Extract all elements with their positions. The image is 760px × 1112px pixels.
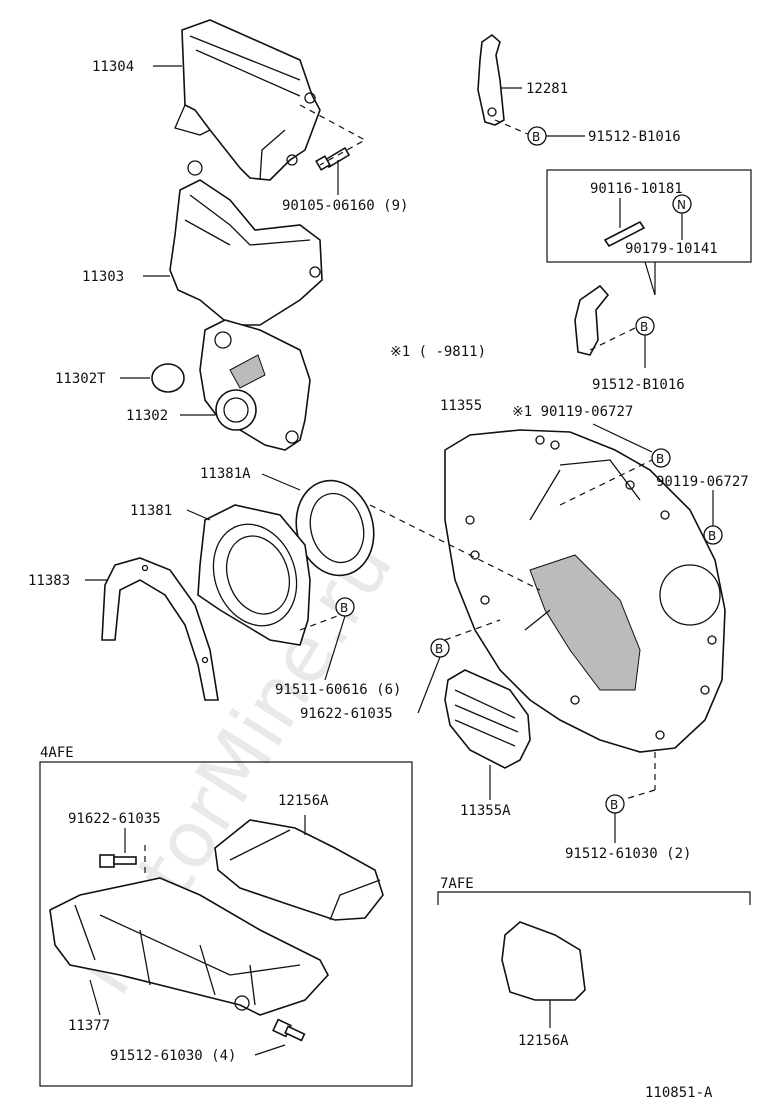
marker-b-11355-b: B bbox=[703, 525, 723, 545]
part-11302T-plug bbox=[151, 363, 185, 393]
marker-b-mid: B bbox=[635, 316, 655, 336]
part-12281-bracket bbox=[477, 33, 505, 126]
part-12156A-7afe bbox=[501, 921, 586, 1001]
box-90116-90179: N bbox=[546, 169, 752, 263]
bolt-91622-61035-4afe bbox=[99, 854, 137, 868]
label-11302: 11302 bbox=[126, 408, 168, 424]
marker-b-top: B bbox=[527, 126, 547, 146]
svg-text:N: N bbox=[677, 198, 686, 212]
label-11377: 11377 bbox=[68, 1018, 110, 1034]
part-11355A-cover bbox=[444, 669, 531, 769]
label-12156A-4afe: 12156A bbox=[278, 793, 329, 809]
marker-b-11355-d: B bbox=[605, 794, 625, 814]
label-90116-10181: 90116-10181 bbox=[590, 181, 683, 197]
label-91622-61035-4afe: 91622-61035 bbox=[68, 811, 161, 827]
label-12156A-7afe: 12156A bbox=[518, 1033, 569, 1049]
bolt-90105-06160 bbox=[315, 146, 351, 171]
label-91512-61030-2: 91512-61030 (2) bbox=[565, 846, 691, 862]
svg-text:B: B bbox=[708, 529, 716, 543]
label-12281: 12281 bbox=[526, 81, 568, 97]
bolt-91512-61030-4 bbox=[272, 1018, 306, 1042]
svg-text:B: B bbox=[340, 601, 348, 615]
label-11303: 11303 bbox=[82, 269, 124, 285]
label-11304: 11304 bbox=[92, 59, 134, 75]
label-11302T: 11302T bbox=[55, 371, 106, 387]
label-11355: 11355 bbox=[440, 398, 482, 414]
part-11355-end-plate bbox=[444, 429, 726, 753]
label-91512-61030-4: 91512-61030 (4) bbox=[110, 1048, 236, 1064]
label-section-4afe: 4AFE bbox=[40, 745, 74, 761]
label-90119-06727-b: 90119-06727 bbox=[656, 474, 749, 490]
part-12156A-4afe bbox=[214, 819, 384, 921]
label-90119-06727-a: ※1 90119-06727 bbox=[512, 404, 633, 420]
svg-text:B: B bbox=[532, 130, 540, 144]
label-11381A: 11381A bbox=[200, 466, 251, 482]
diagram-reference: 110851-A bbox=[645, 1085, 713, 1101]
part-11302-oil-pump bbox=[199, 319, 311, 451]
note-1: ※1 ( -9811) bbox=[390, 344, 486, 360]
label-section-7afe: 7AFE bbox=[440, 876, 474, 892]
marker-b-11355-a: B bbox=[651, 448, 671, 468]
part-clip bbox=[574, 284, 610, 356]
section-4afe-box bbox=[39, 761, 413, 1087]
label-91622-61035-main: 91622-61035 bbox=[300, 706, 393, 722]
svg-text:B: B bbox=[435, 642, 443, 656]
label-91511-60616: 91511-60616 (6) bbox=[275, 682, 401, 698]
part-11304-upper-timing-cover bbox=[174, 19, 321, 181]
label-90105-06160: 90105-06160 (9) bbox=[282, 198, 408, 214]
part-11377-stiffener bbox=[49, 877, 329, 1016]
part-11383-gasket bbox=[101, 557, 219, 701]
label-11381: 11381 bbox=[130, 503, 172, 519]
marker-b-11355-c: B bbox=[430, 638, 450, 658]
svg-text:B: B bbox=[610, 798, 618, 812]
svg-text:B: B bbox=[656, 452, 664, 466]
label-91512-b1016-mid: 91512-B1016 bbox=[592, 377, 685, 393]
section-7afe-bracket bbox=[437, 891, 751, 905]
label-90179-10141: 90179-10141 bbox=[625, 241, 718, 257]
part-11303-lower-timing-cover bbox=[169, 160, 323, 326]
label-91512-b1016-top: 91512-B1016 bbox=[588, 129, 681, 145]
label-11383: 11383 bbox=[28, 573, 70, 589]
marker-b-11381: B bbox=[335, 597, 355, 617]
part-11381-seal-retainer bbox=[197, 504, 311, 646]
svg-text:B: B bbox=[640, 320, 648, 334]
label-11355A: 11355A bbox=[460, 803, 511, 819]
